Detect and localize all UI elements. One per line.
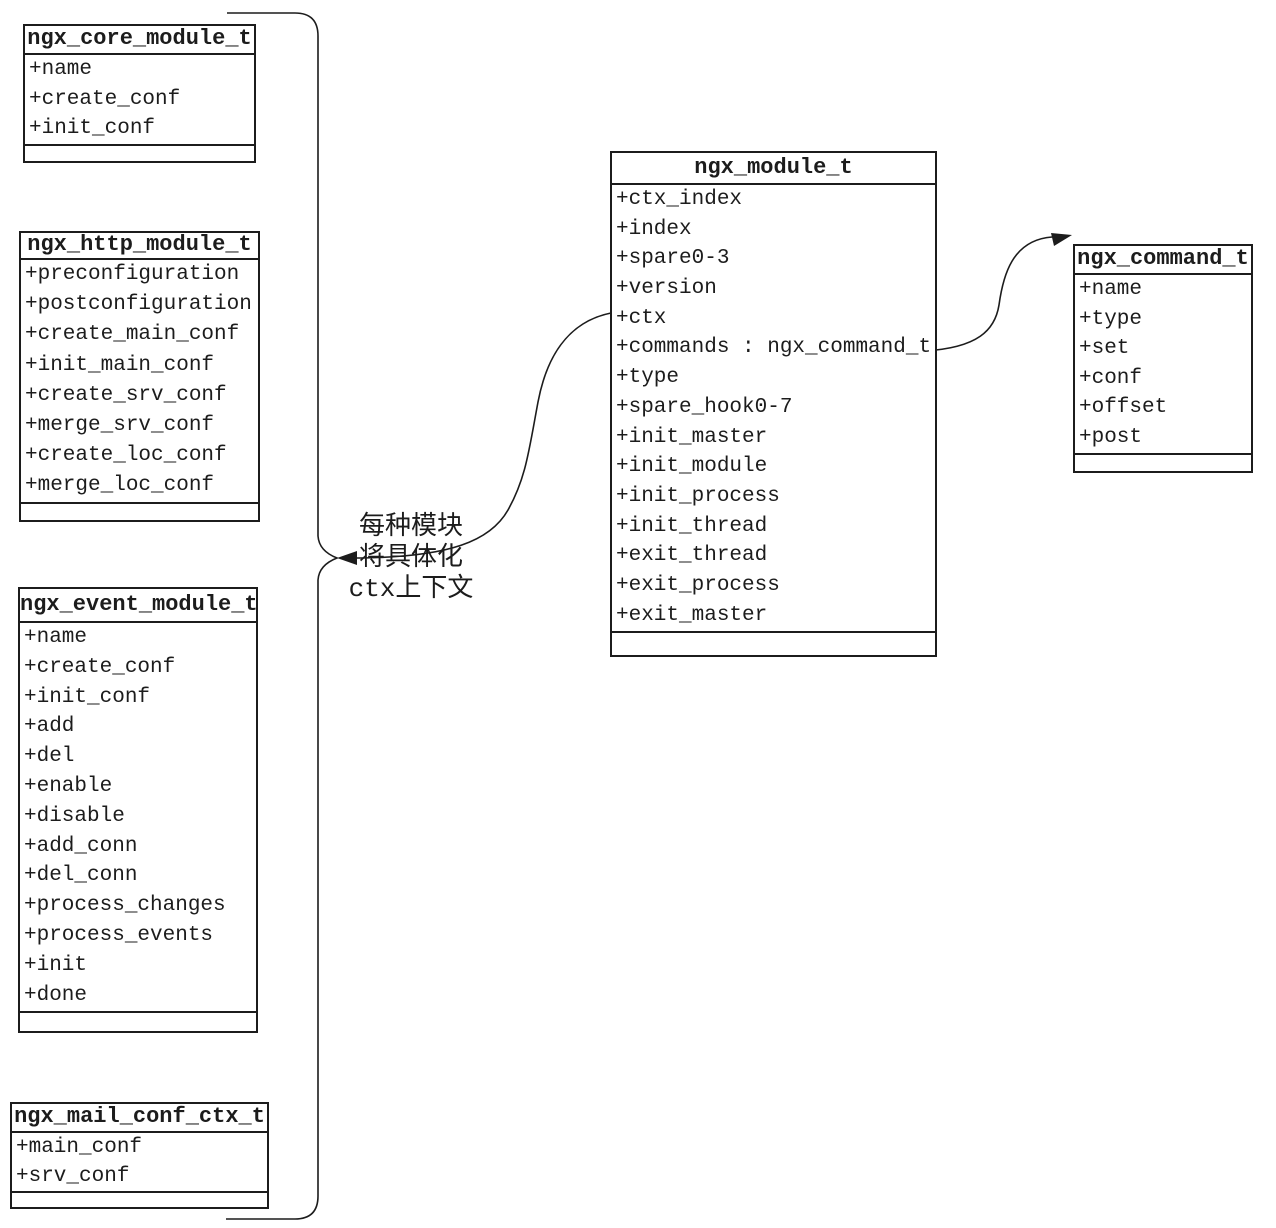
field-row: +create_loc_conf bbox=[25, 444, 227, 468]
class-methods-empty bbox=[1075, 453, 1251, 471]
field-row: +exit_process bbox=[616, 573, 780, 597]
field-row: +commands : ngx_command_t bbox=[616, 336, 932, 360]
field-row: +init_thread bbox=[616, 514, 768, 538]
field-row: +spare0-3 bbox=[616, 247, 730, 271]
field-row: +init_conf bbox=[24, 685, 151, 709]
field-row: +type bbox=[616, 366, 680, 390]
field-row: +preconfiguration bbox=[25, 263, 240, 286]
field-row: +process_events bbox=[24, 923, 214, 947]
class-attributes: +name +type +set +conf +offset +post bbox=[1075, 275, 1251, 453]
field-row: +srv_conf bbox=[16, 1165, 130, 1188]
field-row: +spare_hook0-7 bbox=[616, 395, 793, 419]
class-title: ngx_http_module_t bbox=[21, 233, 258, 260]
class-attributes: +preconfiguration +postconfiguration +crea… bbox=[21, 260, 258, 502]
annotation-line: 将具体化 bbox=[358, 543, 463, 573]
class-methods-empty bbox=[25, 144, 254, 161]
field-row: +name bbox=[1079, 278, 1143, 301]
class-attributes: +name +create_conf +init_conf bbox=[25, 55, 254, 144]
field-row: +version bbox=[616, 277, 717, 301]
field-row: +init_conf bbox=[29, 117, 156, 141]
class-box-ngx-module: ngx_module_t +ctx_index +index +spare0-3 +v… bbox=[610, 151, 937, 657]
class-attributes: +main_conf +srv_conf bbox=[12, 1133, 267, 1191]
field-row: +post bbox=[1079, 425, 1143, 449]
field-row: +name bbox=[24, 626, 88, 649]
annotation-line: 每种模块 bbox=[358, 512, 463, 542]
field-row: +create_conf bbox=[29, 87, 181, 111]
annotation-note: 每种模块 将具体化 ctx上下文 bbox=[346, 512, 476, 605]
field-row: +type bbox=[1079, 307, 1143, 331]
field-row: +del_conn bbox=[24, 864, 138, 888]
field-row: +init_master bbox=[616, 425, 768, 449]
field-row: +init bbox=[24, 953, 88, 977]
field-row: +main_conf bbox=[16, 1136, 143, 1159]
field-row: +conf bbox=[1079, 366, 1143, 390]
field-row: +exit_master bbox=[616, 603, 768, 627]
field-row: +done bbox=[24, 983, 88, 1007]
class-box-ngx-http-module: ngx_http_module_t +preconfiguration +post… bbox=[19, 231, 260, 522]
field-row: +index bbox=[616, 217, 692, 241]
field-row: +init_process bbox=[616, 484, 780, 508]
class-box-ngx-command: ngx_command_t +name +type +set +conf +offset… bbox=[1073, 244, 1253, 473]
field-row: +postconfiguration bbox=[25, 293, 252, 317]
field-row: +name bbox=[29, 58, 93, 81]
commands-arrowhead-icon bbox=[1051, 233, 1072, 246]
class-methods-empty bbox=[20, 1011, 256, 1031]
commands-arrow-line bbox=[923, 236, 1053, 352]
field-row: +merge_loc_conf bbox=[25, 474, 215, 498]
field-row: +ctx_index bbox=[616, 188, 743, 211]
field-row: +init_module bbox=[616, 455, 768, 479]
class-box-ngx-core-module: ngx_core_module_t +name +create_conf +init… bbox=[23, 24, 256, 163]
field-row: +ctx bbox=[616, 306, 667, 330]
field-row: +create_srv_conf bbox=[25, 383, 227, 407]
field-row: +create_main_conf bbox=[25, 323, 240, 347]
class-title: ngx_core_module_t bbox=[25, 26, 254, 55]
class-methods-empty bbox=[12, 1191, 267, 1207]
field-row: +add_conn bbox=[24, 834, 138, 858]
class-attributes: +ctx_index +index +spare0-3 +version +ctx +co… bbox=[612, 185, 935, 631]
class-title: ngx_mail_conf_ctx_t bbox=[12, 1104, 267, 1133]
field-row: +add bbox=[24, 715, 75, 739]
class-attributes: +name +create_conf +init_conf +add +del +enab… bbox=[20, 623, 256, 1011]
field-row: +set bbox=[1079, 337, 1130, 361]
class-methods-empty bbox=[612, 631, 935, 655]
field-row: +create_conf bbox=[24, 655, 176, 679]
field-row: +del bbox=[24, 745, 75, 769]
field-row: +init_main_conf bbox=[25, 353, 215, 377]
class-title: ngx_module_t bbox=[612, 153, 935, 185]
annotation-line: ctx上下文 bbox=[348, 574, 474, 604]
field-row: +process_changes bbox=[24, 894, 226, 918]
class-title: ngx_command_t bbox=[1075, 246, 1251, 275]
class-title: ngx_event_module_t bbox=[20, 589, 256, 623]
field-row: +offset bbox=[1079, 396, 1168, 420]
field-row: +enable bbox=[24, 774, 113, 798]
class-methods-empty bbox=[21, 502, 258, 520]
field-row: +merge_srv_conf bbox=[25, 413, 215, 437]
field-row: +disable bbox=[24, 804, 125, 828]
class-box-ngx-mail-conf-ctx: ngx_mail_conf_ctx_t +main_conf +srv_conf bbox=[10, 1102, 269, 1209]
class-box-ngx-event-module: ngx_event_module_t +name +create_conf +ini… bbox=[18, 587, 258, 1033]
field-row: +exit_thread bbox=[616, 544, 768, 568]
